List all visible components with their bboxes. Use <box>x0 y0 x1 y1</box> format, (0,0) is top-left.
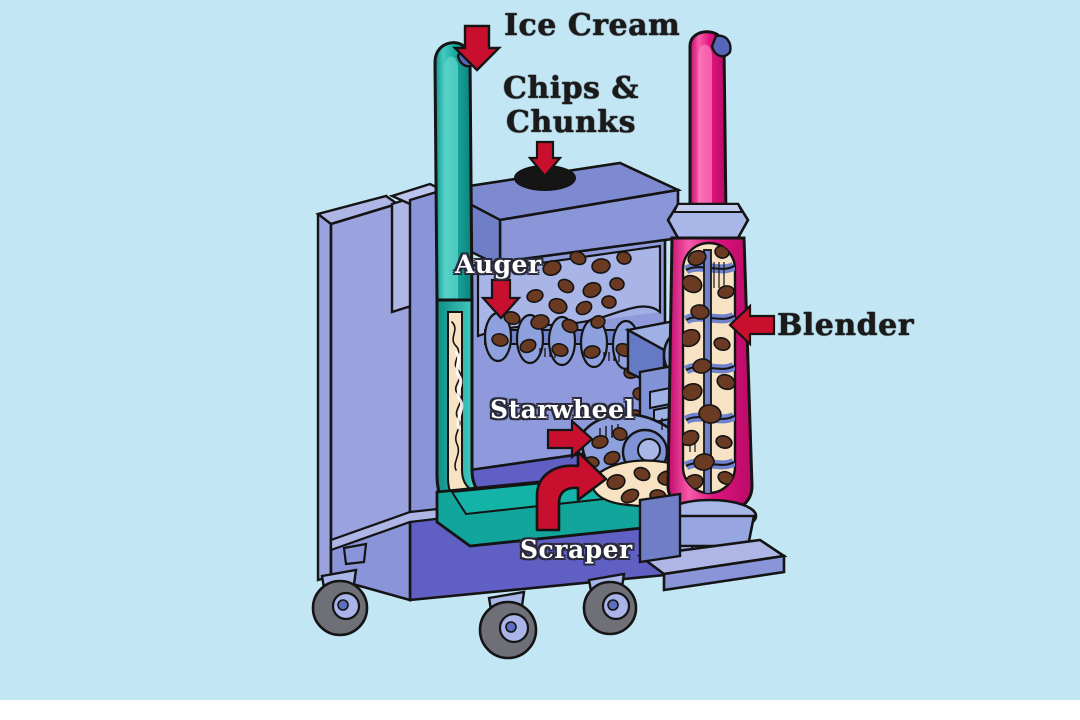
caster-axle <box>505 621 517 633</box>
caster-axle <box>337 599 349 611</box>
chunk <box>561 318 579 334</box>
label-blender: Blender <box>777 308 915 343</box>
chunk <box>601 295 617 309</box>
arrow-down-icon <box>480 278 522 320</box>
caster-yoke-rear <box>342 542 368 566</box>
chunk-particles-chamber <box>491 250 633 359</box>
arrow-scraper-curved <box>535 450 608 532</box>
arrow-ice-cream-down <box>452 24 502 72</box>
chunk <box>583 345 601 359</box>
blender-internals <box>683 245 735 493</box>
arrow-blender-left <box>728 303 776 347</box>
cream-swirl-highlight <box>454 350 464 430</box>
chunk <box>716 373 735 391</box>
chunk <box>683 429 700 447</box>
chunk <box>693 453 715 471</box>
arrow-left-icon <box>728 303 776 347</box>
chunk <box>717 285 735 299</box>
label-scraper: Scraper <box>520 535 633 564</box>
chunk <box>603 450 621 466</box>
caster-wheel <box>342 542 368 566</box>
callout-arrows <box>452 24 776 532</box>
chunk <box>687 249 707 267</box>
chunk <box>575 300 593 316</box>
chunk <box>491 333 509 347</box>
chunk <box>591 258 611 274</box>
chunk <box>713 336 731 352</box>
arrow-curved-up-right-icon <box>535 450 608 532</box>
caster-wheels <box>311 542 638 660</box>
chunk <box>582 281 602 299</box>
blender-chunks <box>683 245 735 490</box>
blender-tube-highlight <box>698 44 712 218</box>
chunk <box>612 427 628 441</box>
chunk <box>698 404 722 424</box>
label-chips-line1: Chips & <box>503 71 639 106</box>
chunk <box>526 289 544 303</box>
chunk <box>715 435 733 449</box>
blender-tube-cap <box>710 34 732 58</box>
arrow-starwheel-right <box>546 418 594 460</box>
caster-wheel <box>582 572 638 636</box>
chunk <box>551 343 569 357</box>
chunk <box>683 274 703 294</box>
caster-wheel <box>311 568 369 637</box>
blender-support-platform-front <box>662 554 786 592</box>
label-starwheel: Starwheel <box>490 395 635 424</box>
chunk <box>616 251 632 265</box>
chunk <box>530 314 550 330</box>
arrow-down-icon <box>527 140 563 178</box>
chunk <box>548 297 568 315</box>
chunk <box>620 488 640 504</box>
starwheel-bore <box>637 438 661 462</box>
chunk <box>609 277 625 291</box>
chunk <box>590 315 606 329</box>
chunk <box>690 304 710 320</box>
blender-column <box>636 30 788 592</box>
caster-wheel <box>478 590 538 660</box>
caster-axle <box>607 599 619 611</box>
label-auger: Auger <box>455 250 542 279</box>
chunk <box>557 278 575 294</box>
chunk <box>542 259 562 277</box>
blender-collar-top <box>672 203 744 213</box>
chunk <box>683 328 701 348</box>
chunk <box>692 358 712 374</box>
chunk <box>683 382 703 402</box>
chunk <box>569 250 587 266</box>
arrow-right-icon <box>546 418 594 460</box>
chunk <box>519 338 537 354</box>
chunk <box>633 466 651 482</box>
ice-cream-tube-highlight <box>444 56 458 300</box>
auger-hatching <box>539 348 620 362</box>
label-ice-cream: Ice Cream <box>504 8 681 43</box>
arrow-chips-down <box>527 140 563 178</box>
blender-support-column <box>638 492 682 564</box>
arrow-down-icon <box>452 24 502 72</box>
label-chips-chunks: Chips & Chunks <box>503 72 639 140</box>
label-chips-line2: Chunks <box>505 105 636 140</box>
chunk <box>606 473 626 491</box>
chunk <box>591 435 609 449</box>
arrow-auger-down <box>480 278 522 320</box>
